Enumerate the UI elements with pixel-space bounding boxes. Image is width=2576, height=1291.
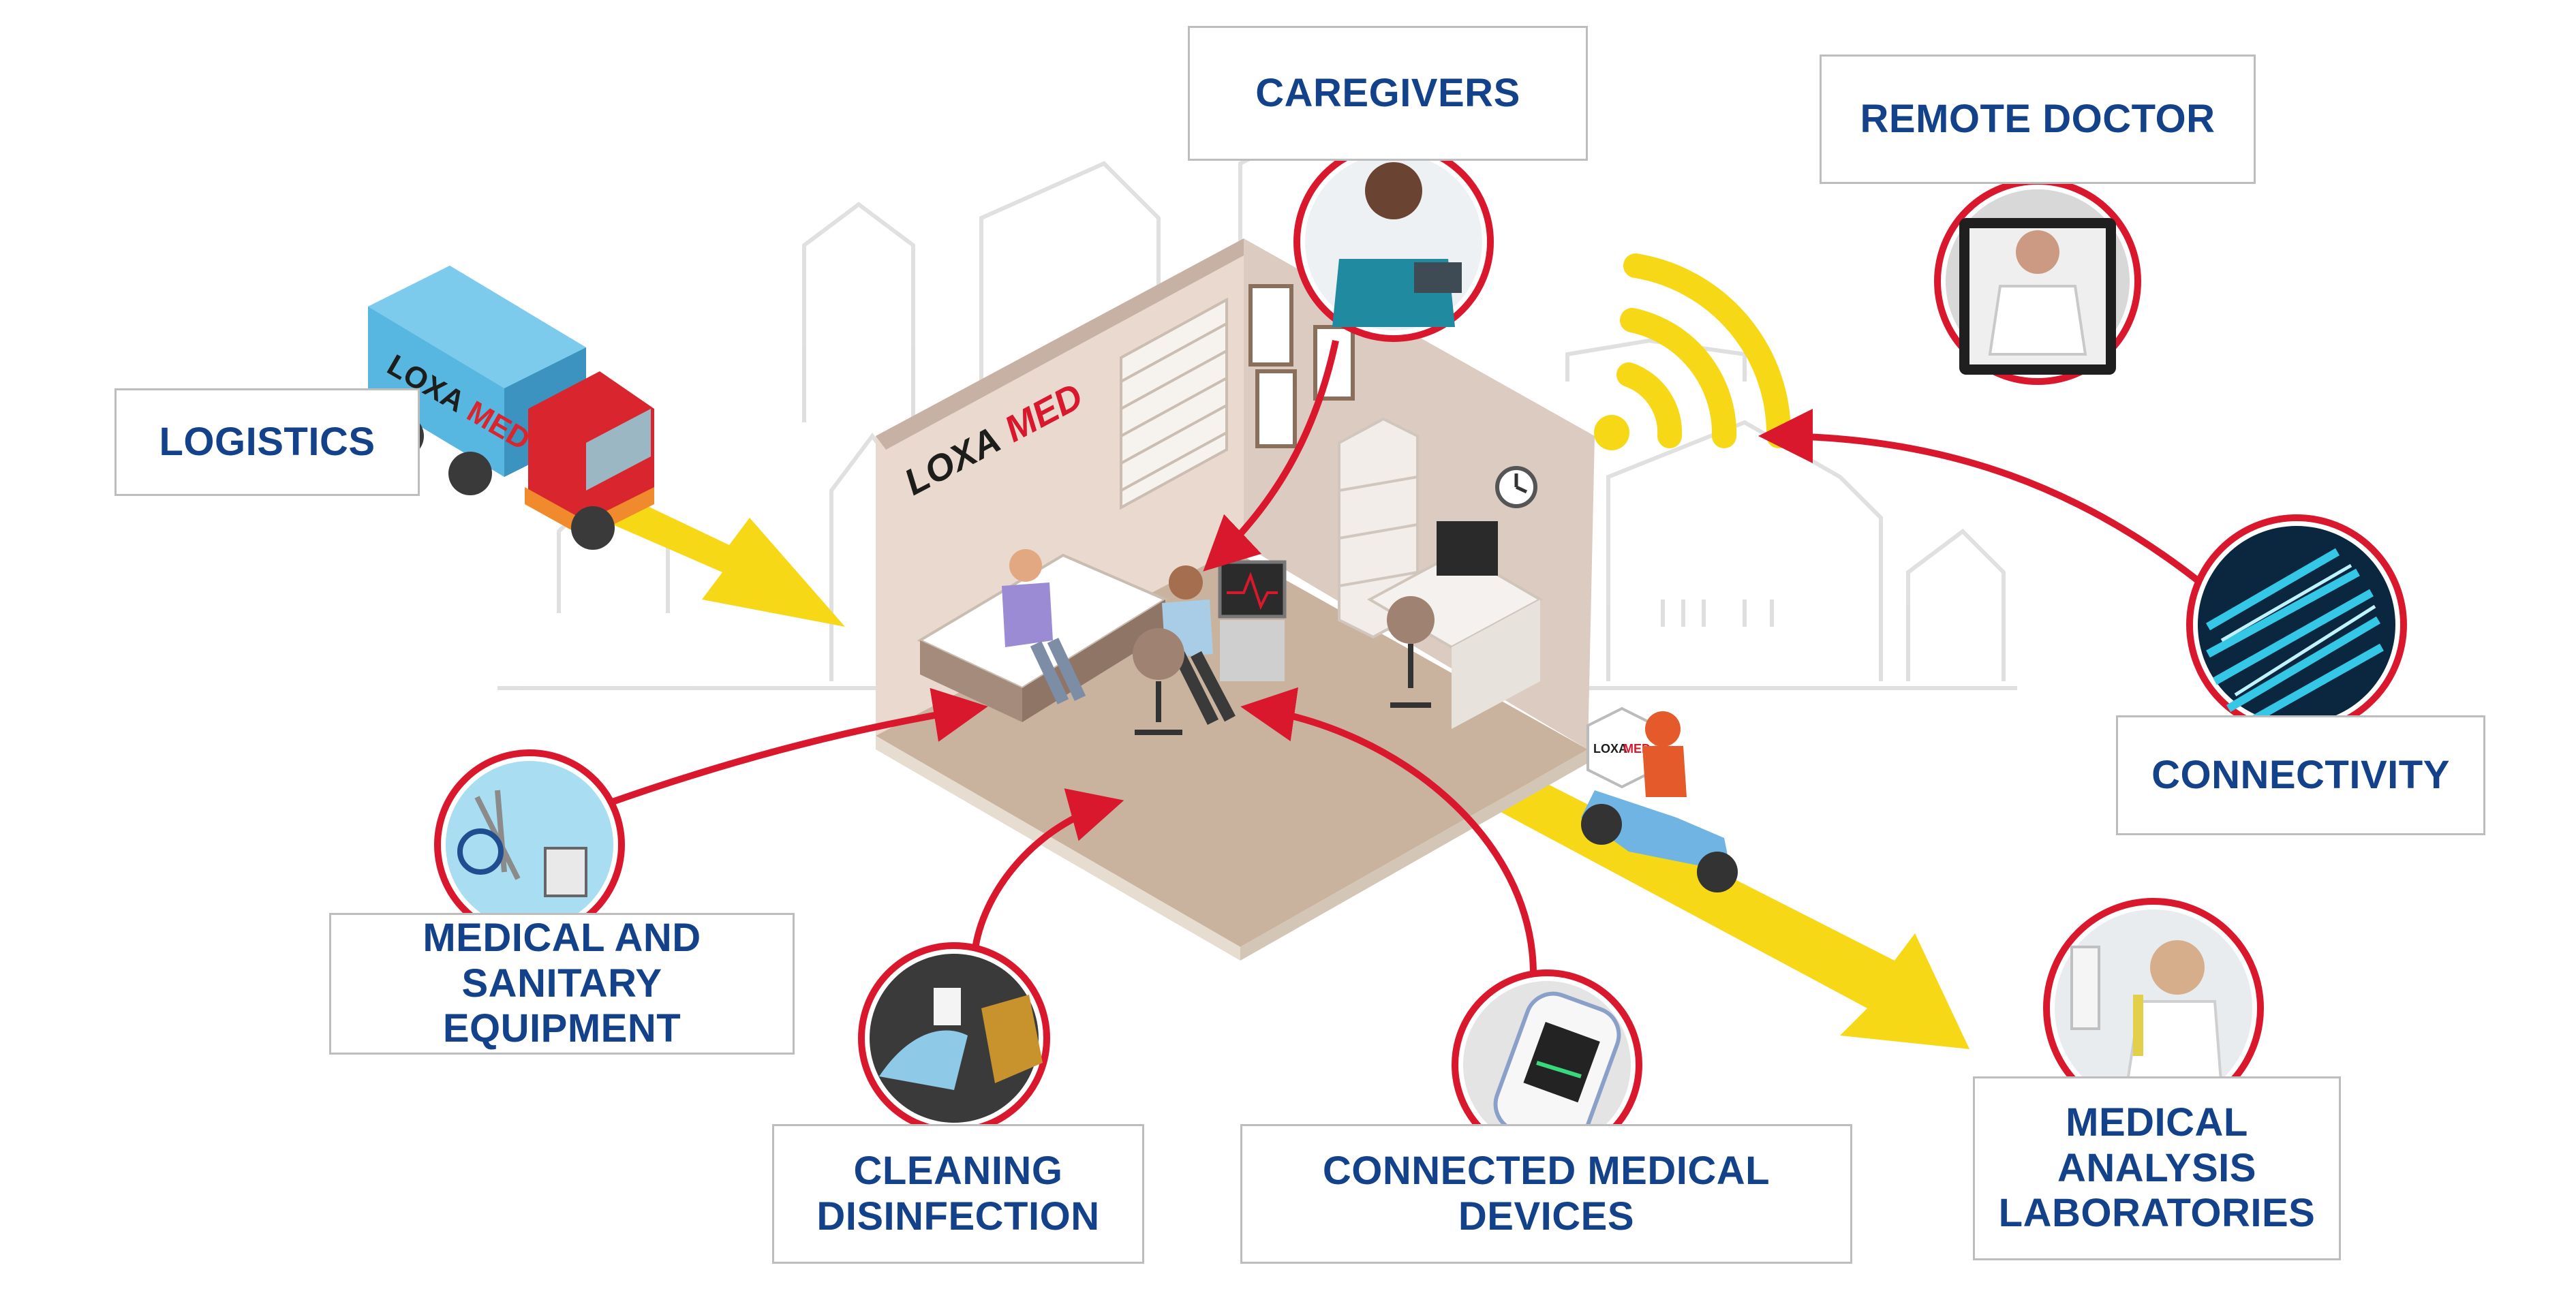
logistics-label-text: LOGISTICS — [159, 419, 375, 464]
disinfection-spray-icon — [858, 942, 1050, 1134]
connected-devices-label-text: CONNECTED MEDICAL DEVICES — [1322, 1148, 1770, 1239]
doctor-at-monitor — [1133, 560, 1287, 735]
medical-equipment-label: MEDICAL AND SANITARY EQUIPMENT — [329, 913, 795, 1055]
caregivers-label: CAREGIVERS — [1188, 26, 1588, 161]
laboratories-label: MEDICAL ANALYSIS LABORATORIES — [1973, 1076, 2341, 1260]
medical-instruments-icon — [434, 749, 625, 940]
delivery-truck-icon: LOXA MED — [368, 266, 654, 550]
cleaning-label: CLEANING DISINFECTION — [772, 1124, 1144, 1264]
medical-equipment-label-text: MEDICAL AND SANITARY EQUIPMENT — [423, 915, 701, 1051]
connectivity-label: CONNECTIVITY — [2116, 715, 2485, 835]
desk-with-computer — [1366, 521, 1544, 729]
cleaning-arrow — [971, 788, 1124, 954]
connected-devices-label: CONNECTED MEDICAL DEVICES — [1240, 1124, 1852, 1264]
connectivity-label-text: CONNECTIVITY — [2151, 752, 2450, 797]
scooter-logo-loxa: LOXA — [1593, 742, 1627, 756]
bed-with-patient — [917, 549, 1169, 722]
laboratories-label-text: MEDICAL ANALYSIS LABORATORIES — [1998, 1100, 2316, 1236]
connected-devices-arrow — [1240, 687, 1537, 975]
caregivers-label-text: CAREGIVERS — [1255, 70, 1520, 115]
nurse-with-tablet-icon — [1293, 142, 1494, 342]
red-connector-arrows — [605, 339, 2207, 975]
wall-frames — [1248, 284, 1355, 448]
medical-equipment-arrow — [605, 687, 988, 807]
video-call-doctor-icon — [1934, 178, 2141, 385]
fiber-optic-icon — [2186, 514, 2407, 735]
wifi-signal-icon — [1594, 253, 1792, 450]
pulse-oximeter-icon — [1452, 969, 1642, 1160]
remote-doctor-label: REMOTE DOCTOR — [1820, 55, 2256, 184]
logistics-delivery-arrow — [566, 477, 845, 627]
delivery-scooter-icon: LOXA MED — [1581, 706, 1738, 892]
caregivers-arrow — [1203, 339, 1339, 572]
isometric-room: LOXA MED — [876, 238, 1595, 961]
clock-icon — [1495, 466, 1537, 508]
logistics-label: LOGISTICS — [114, 388, 420, 496]
remote-doctor-label-text: REMOTE DOCTOR — [1860, 96, 2215, 141]
connectivity-arrow — [1758, 409, 2207, 589]
cleaning-label-text: CLEANING DISINFECTION — [816, 1148, 1100, 1239]
window-blinds — [1120, 297, 1228, 510]
